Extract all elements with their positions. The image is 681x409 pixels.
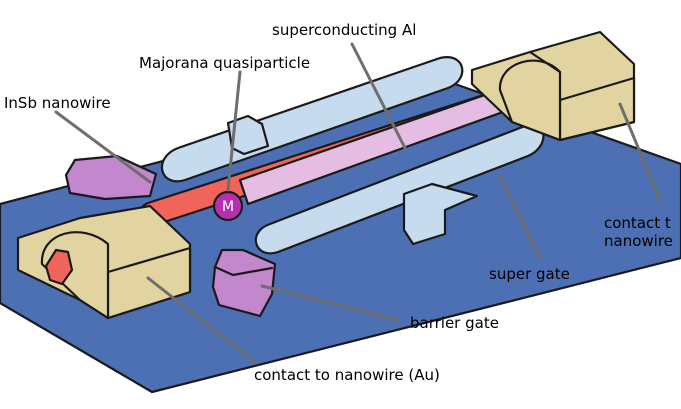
nanowire-cross-section-icon [44, 248, 74, 286]
majorana-particle-icon [212, 190, 244, 222]
leader-superconducting-al [350, 42, 407, 150]
leader-contact-right [618, 102, 662, 202]
leader-contact-bottom [146, 276, 257, 364]
leader-super-gate [498, 174, 542, 260]
leader-insb [54, 110, 152, 184]
contact-right [470, 30, 636, 142]
leader-barrier-gate [260, 284, 400, 322]
label-super-gate: super gate [489, 265, 570, 283]
label-barrier-gate: barrier gate [410, 314, 499, 332]
label-majorana-quasiparticle: Majorana quasiparticle [139, 54, 310, 72]
barrier-gate-front [211, 248, 277, 318]
leader-majorana [226, 70, 242, 192]
label-contact-to-nanowire-au: contact to nanowire (Au) [254, 366, 440, 384]
majorana-particle-mark: M [222, 199, 234, 215]
label-insb-nanowire: InSb nanowire [4, 94, 111, 112]
label-superconducting-al: superconducting Al [272, 21, 416, 39]
barrier-gate-back [64, 154, 158, 201]
super-gate-lead [402, 182, 479, 246]
label-contact-right-line2: nanowire [604, 232, 673, 250]
contact-left [16, 204, 192, 320]
label-contact-right-line1: contact t [604, 214, 671, 232]
